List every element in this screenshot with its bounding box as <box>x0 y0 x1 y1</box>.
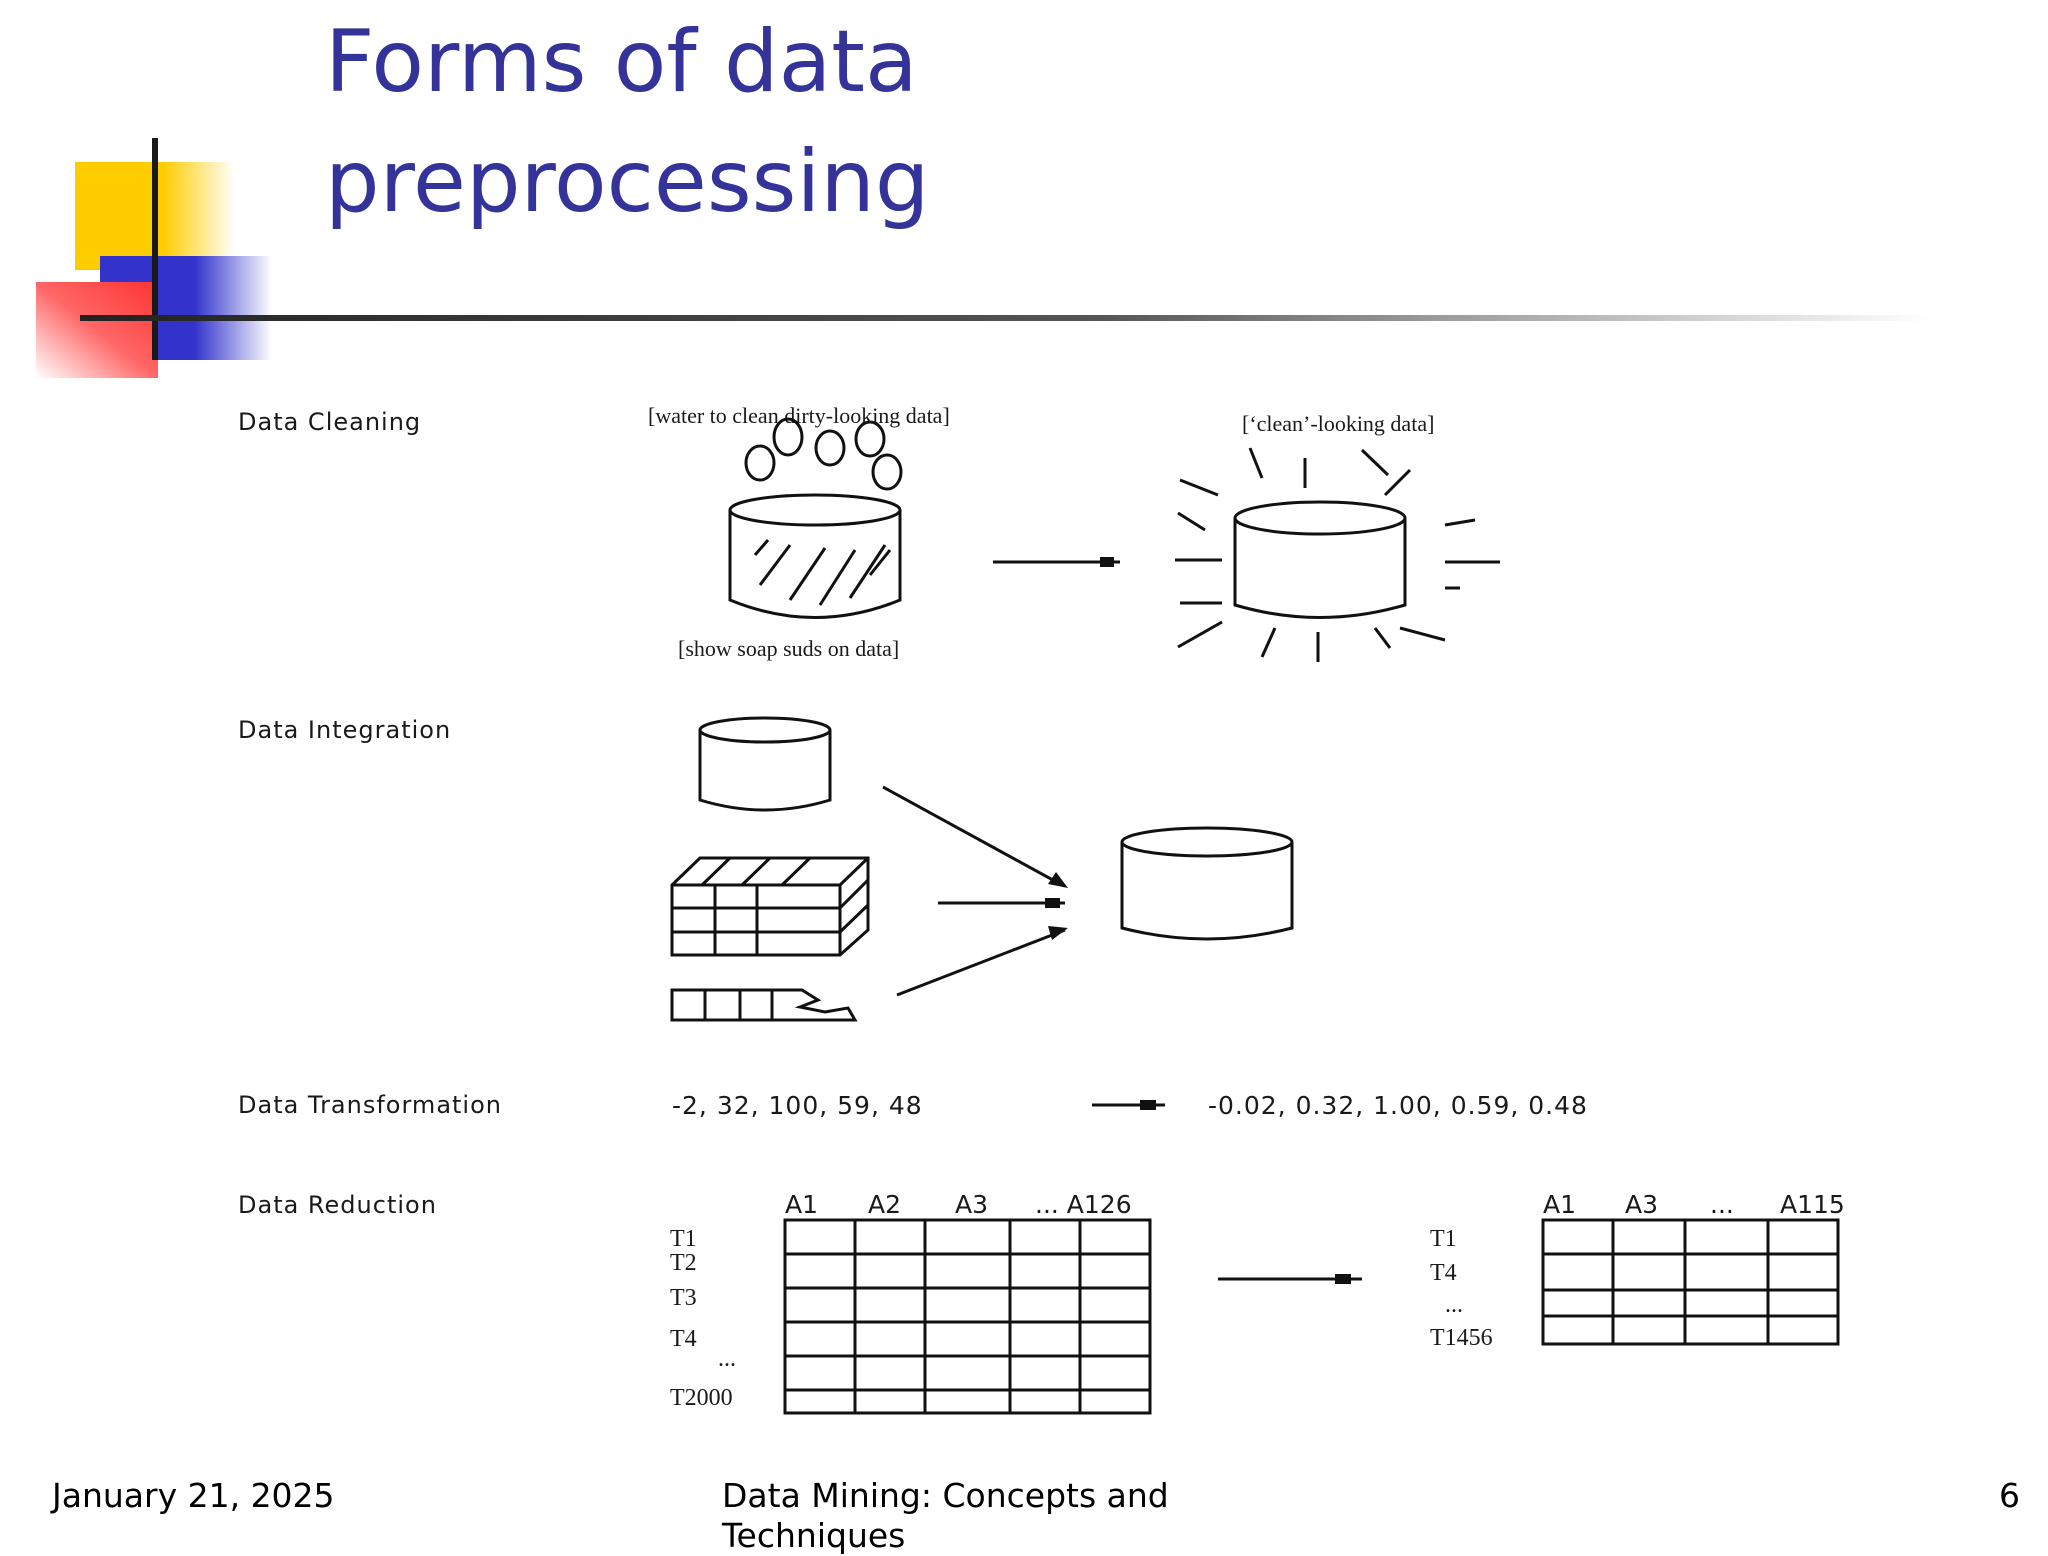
source-database <box>698 716 832 812</box>
horizontal-rule <box>80 315 1930 321</box>
data-cube-icon <box>670 856 870 957</box>
row-label: T2000 <box>670 1385 733 1411</box>
row-label: T2 <box>670 1250 697 1276</box>
slide-title-line1: Forms of data <box>325 12 918 112</box>
reduction-arrow <box>1218 1274 1362 1284</box>
column-header: A3 <box>1625 1190 1658 1219</box>
flat-file-icon <box>670 988 858 1022</box>
row-label: ... <box>718 1346 736 1372</box>
column-header: A1 <box>1543 1190 1576 1219</box>
column-header: ... A126 <box>1035 1190 1132 1219</box>
red-square <box>36 282 158 378</box>
column-header: A2 <box>868 1190 901 1219</box>
label-data-transformation: Data Transformation <box>238 1091 502 1119</box>
column-header: ... <box>1710 1190 1734 1219</box>
vertical-rule <box>152 138 158 360</box>
cleaning-arrow <box>993 557 1120 567</box>
footer-page-number: 6 <box>1999 1476 2020 1515</box>
integration-arrows <box>882 785 1068 997</box>
footer-course-title: Data Mining: Concepts and Techniques <box>722 1476 1169 1555</box>
column-header: A115 <box>1780 1190 1845 1219</box>
row-label: ... <box>1445 1292 1463 1318</box>
row-label: T1 <box>1430 1226 1457 1252</box>
column-header: A3 <box>955 1190 988 1219</box>
transformation-output: -0.02, 0.32, 1.00, 0.59, 0.48 <box>1208 1091 1588 1120</box>
water-bubbles <box>744 417 903 491</box>
caption-clean: [‘clean’-looking data] <box>1242 411 1434 436</box>
label-data-cleaning: Data Cleaning <box>238 408 421 436</box>
caption-soap: [show soap suds on data] <box>678 636 899 661</box>
row-label: T4 <box>1430 1260 1457 1286</box>
column-header: A1 <box>785 1190 818 1219</box>
slide-title-line2: preprocessing <box>325 132 930 232</box>
clean-database <box>1233 500 1407 619</box>
sparkle-lines <box>1175 447 1500 662</box>
label-data-integration: Data Integration <box>238 716 451 744</box>
preprocessing-diagram: Data Cleaning [water to clean dirty-look… <box>238 403 1845 1415</box>
row-label: T1 <box>670 1226 697 1252</box>
label-data-reduction: Data Reduction <box>238 1191 437 1219</box>
dirty-database <box>728 493 902 619</box>
slide-title: Forms of data preprocessing <box>325 2 929 242</box>
row-label: T4 <box>670 1326 697 1352</box>
transformation-arrow <box>1092 1100 1165 1110</box>
transformation-input: -2, 32, 100, 59, 48 <box>672 1091 923 1120</box>
row-label: T1456 <box>1430 1325 1493 1351</box>
reduced-table: A1 A3 ... A115 T1 T4 ... T1456 <box>1430 1190 1845 1351</box>
original-table: A1 A2 A3 ... A126 T1 T2 T3 T4 ... T2000 <box>670 1190 1152 1415</box>
footer-date: January 21, 2025 <box>52 1476 335 1515</box>
corner-decoration <box>36 138 1930 378</box>
target-database <box>1120 826 1294 941</box>
row-label: T3 <box>670 1285 697 1311</box>
